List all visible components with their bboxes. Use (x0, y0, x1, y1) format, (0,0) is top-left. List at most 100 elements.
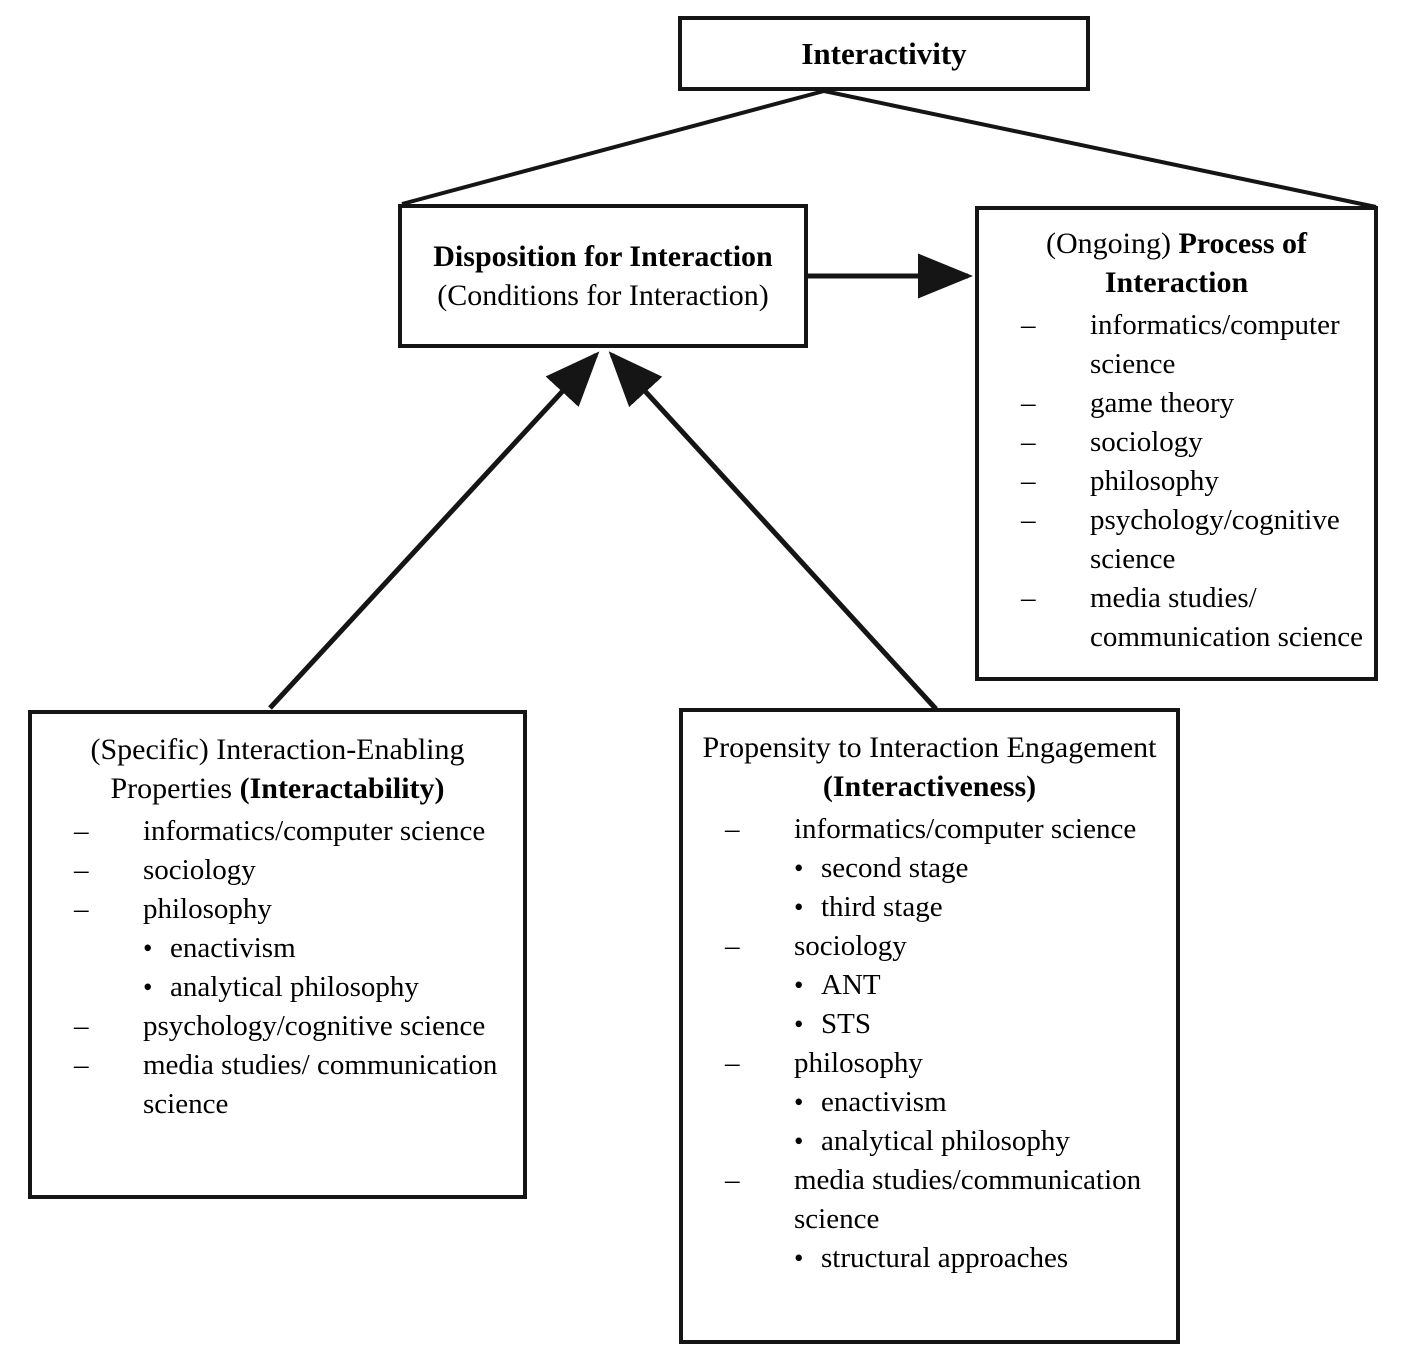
bullet-icon: • (794, 1126, 804, 1156)
node-process-label-bold: Process of Interaction (1104, 227, 1308, 299)
sub-list-item: • third stage (794, 888, 1176, 927)
node-interactability-label-bold: (Interactability) (239, 772, 445, 805)
bullet-icon: • (794, 1087, 804, 1117)
dash-icon: – (725, 1164, 740, 1196)
node-disposition[interactable]: Disposition for Interaction (Conditions … (398, 204, 808, 348)
list-item-label: media studies/ communication science (143, 1049, 498, 1120)
dash-icon: – (1021, 582, 1036, 614)
list-item: – game theory (979, 384, 1374, 423)
sub-list-item: • second stage (794, 849, 1176, 888)
list-item: – sociology • ANT • STS (683, 927, 1176, 1044)
list-item: – informatics/computer science (32, 812, 523, 851)
list-item-label: informatics/computer science (794, 813, 1137, 845)
dash-icon: – (74, 815, 89, 847)
list-item-label: philosophy (794, 1047, 923, 1079)
dash-icon: – (1021, 465, 1036, 497)
sub-list-item: • enactivism (794, 1083, 1176, 1122)
sub-list: • ANT • STS (794, 966, 1176, 1044)
node-process[interactable]: (Ongoing) Process of Interaction – infor… (975, 206, 1378, 681)
sub-list-item: • analytical philosophy (143, 968, 523, 1007)
node-interactivity[interactable]: Interactivity (678, 16, 1090, 91)
list-item: – media studies/communication science • … (683, 1161, 1176, 1278)
line-interactivity-to-process (823, 89, 1377, 209)
sub-list-item-label: analytical philosophy (170, 971, 419, 1003)
list-item-label: philosophy (143, 893, 272, 925)
bullet-icon: • (794, 1009, 804, 1039)
dash-icon: – (74, 1049, 89, 1081)
list-item-label: philosophy (1090, 465, 1219, 497)
bullet-icon: • (794, 970, 804, 1000)
list-item: – philosophy (979, 462, 1374, 501)
node-disposition-title: Disposition for Interaction (Conditions … (402, 237, 804, 315)
sub-list-item-label: third stage (821, 891, 943, 923)
bullet-icon: • (794, 892, 804, 922)
list-item-label: game theory (1090, 387, 1235, 419)
dash-icon: – (725, 1047, 740, 1079)
list-item: – sociology (32, 851, 523, 890)
node-interactiveness-title: Propensity to Interaction Engagement (In… (683, 728, 1176, 806)
list-item: – media studies/ communication science (32, 1046, 523, 1124)
sub-list-item: • STS (794, 1005, 1176, 1044)
dash-icon: – (74, 854, 89, 886)
sub-list-item: • analytical philosophy (794, 1122, 1176, 1161)
arrow-interactability-to-disposition (268, 351, 600, 710)
dash-icon: – (1021, 387, 1036, 419)
sub-list-item: • structural approaches (794, 1239, 1176, 1278)
list-item-label: media studies/communication science (794, 1164, 1142, 1235)
node-interactiveness-list: – informatics/computer science • second … (683, 810, 1176, 1278)
node-interactability[interactable]: (Specific) Interaction-Enabling Properti… (28, 710, 527, 1199)
bullet-icon: • (794, 853, 804, 883)
node-interactability-label-regular: (Specific) Interaction-Enabling Properti… (90, 733, 465, 805)
node-interactiveness-label-bold: (Interactiveness) (822, 770, 1037, 803)
list-item-label: psychology/cognitive science (143, 1010, 486, 1042)
bullet-icon: • (794, 1243, 804, 1273)
list-item-label: sociology (1090, 426, 1203, 458)
node-process-list: – informatics/computer science – game th… (979, 306, 1374, 657)
node-process-label-regular: (Ongoing) (1045, 227, 1179, 260)
dash-icon: – (725, 930, 740, 962)
list-item: – philosophy • enactivism • analytical p… (683, 1044, 1176, 1161)
list-item: – psychology/cognitive science (32, 1007, 523, 1046)
list-item-label: informatics/computer science (1090, 309, 1340, 380)
sub-list-item-label: enactivism (170, 932, 296, 964)
list-item-label: media studies/ communication science (1090, 582, 1363, 653)
list-item: – informatics/computer science • second … (683, 810, 1176, 927)
node-disposition-label-bold: Disposition for Interaction (433, 240, 773, 273)
list-item-label: psychology/cognitive science (1090, 504, 1340, 575)
dash-icon: – (1021, 504, 1036, 536)
list-item-label: sociology (143, 854, 256, 886)
list-item-label: informatics/computer science (143, 815, 486, 847)
sub-list-item: • ANT (794, 966, 1176, 1005)
sub-list: • enactivism • analytical philosophy (794, 1083, 1176, 1161)
sub-list-item-label: second stage (821, 852, 969, 884)
sub-list-item: • enactivism (143, 929, 523, 968)
sub-list: • second stage • third stage (794, 849, 1176, 927)
sub-list: • structural approaches (794, 1239, 1176, 1278)
node-process-title: (Ongoing) Process of Interaction (979, 224, 1374, 302)
dash-icon: – (74, 893, 89, 925)
node-interactiveness[interactable]: Propensity to Interaction Engagement (In… (679, 708, 1180, 1344)
sub-list-item-label: enactivism (821, 1086, 947, 1118)
node-disposition-label-regular: (Conditions for Interaction) (437, 279, 769, 312)
node-interactability-title: (Specific) Interaction-Enabling Properti… (32, 730, 523, 808)
dash-icon: – (1021, 309, 1036, 341)
list-item: – philosophy • enactivism • analytical p… (32, 890, 523, 1007)
node-interactivity-title: Interactivity (787, 34, 980, 73)
arrow-interactiveness-to-disposition (608, 351, 938, 711)
dash-icon: – (74, 1010, 89, 1042)
list-item-label: sociology (794, 930, 907, 962)
sub-list-item-label: analytical philosophy (821, 1125, 1070, 1157)
bullet-icon: • (143, 972, 153, 1002)
sub-list-item-label: STS (821, 1008, 871, 1040)
line-interactivity-to-disposition (401, 89, 825, 206)
dash-icon: – (1021, 426, 1036, 458)
node-interactivity-label: Interactivity (801, 36, 967, 71)
list-item: – psychology/cognitive science (979, 501, 1374, 579)
sub-list-item-label: ANT (821, 969, 881, 1001)
node-interactiveness-label-regular: Propensity to Interaction Engagement (702, 731, 1157, 764)
list-item: – sociology (979, 423, 1374, 462)
list-item: – informatics/computer science (979, 306, 1374, 384)
sub-list-item-label: structural approaches (821, 1242, 1069, 1274)
sub-list: • enactivism • analytical philosophy (143, 929, 523, 1007)
